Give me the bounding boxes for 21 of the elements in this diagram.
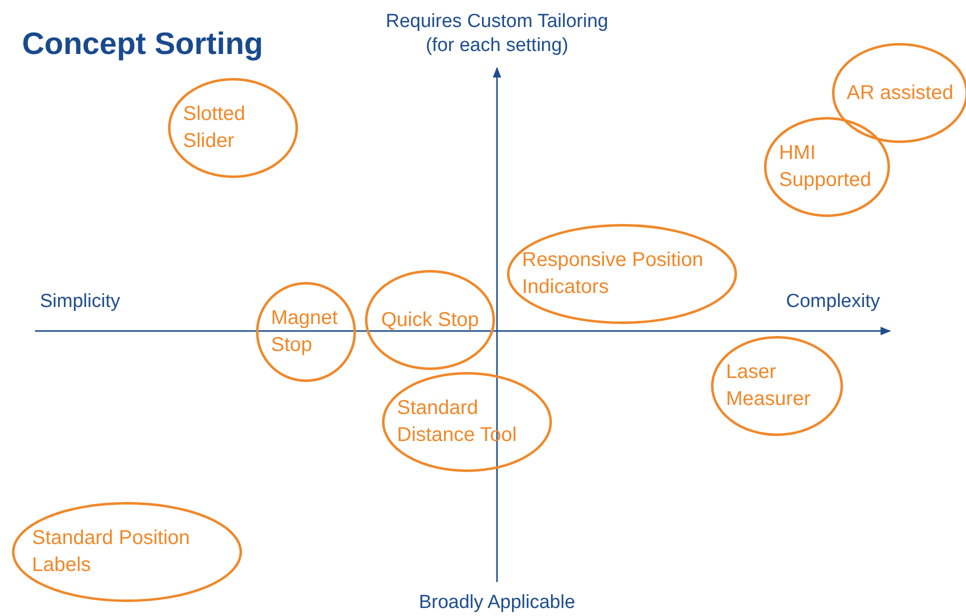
concept-ellipse — [168, 78, 298, 178]
axis-label: Requires Custom Tailoring (for each setting) — [384, 10, 610, 58]
axis-label: Broadly Applicable — [418, 591, 576, 615]
concept-label: Laser Measurer — [726, 360, 812, 412]
diagram-title: Concept Sorting — [22, 26, 264, 62]
concept-ellipse — [507, 224, 737, 324]
concept-label: Magnet Stop — [271, 306, 339, 358]
concept-label: Slotted Slider — [183, 102, 246, 154]
concept-ellipse — [365, 270, 495, 370]
concept-ellipse — [711, 336, 843, 436]
concept-label: Quick Stop — [381, 308, 479, 332]
concept-label: Standard Position Labels — [32, 526, 191, 578]
axis-label: Complexity — [786, 290, 880, 314]
concept-ellipse — [764, 117, 890, 217]
concept-label: Responsive Position Indicators — [522, 248, 704, 300]
concept-ellipse — [382, 372, 552, 472]
concept-ellipse — [12, 502, 242, 602]
axis-label: Simplicity — [40, 290, 120, 314]
concept-label: HMI Supported — [779, 141, 872, 193]
concept-label: AR assisted — [846, 80, 954, 106]
concept-ellipse — [256, 282, 356, 382]
